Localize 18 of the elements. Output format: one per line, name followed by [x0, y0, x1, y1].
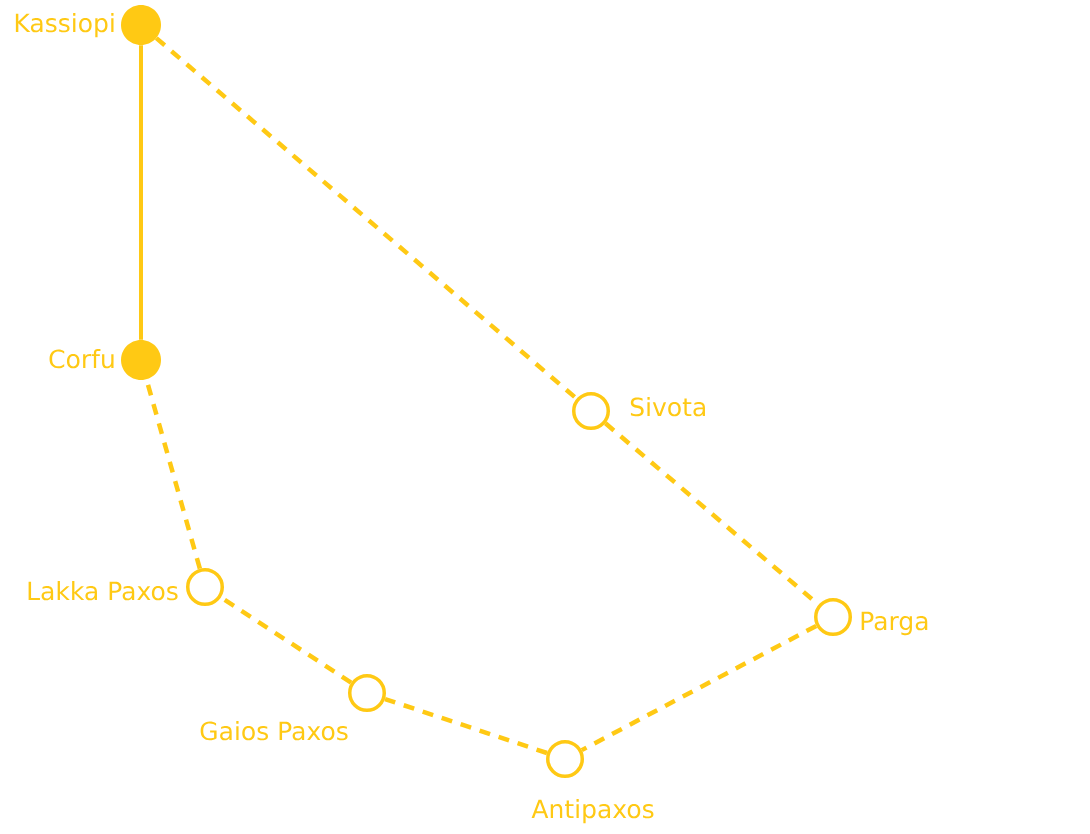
stop-ring: [814, 598, 852, 636]
route-line: [384, 696, 548, 756]
place-label: Antipaxos: [531, 799, 654, 824]
stop-ring: [546, 740, 584, 778]
stop-dot: [121, 340, 161, 380]
stop-ring: [348, 674, 386, 712]
stop-ring: [186, 568, 224, 606]
route-line: [154, 36, 579, 401]
place-label: Kassiopi: [15, 13, 114, 38]
place-label: Lakka Paxos: [28, 581, 178, 601]
stop-dot: [121, 5, 161, 45]
place-label: Gaios Paxos: [200, 721, 348, 741]
place-label: Corfu: [49, 349, 114, 369]
place-label: Sivota: [630, 397, 705, 417]
stop-ring: [572, 392, 610, 430]
route-line: [139, 45, 143, 340]
place-label: Parga: [861, 611, 928, 636]
route-line: [580, 623, 818, 753]
